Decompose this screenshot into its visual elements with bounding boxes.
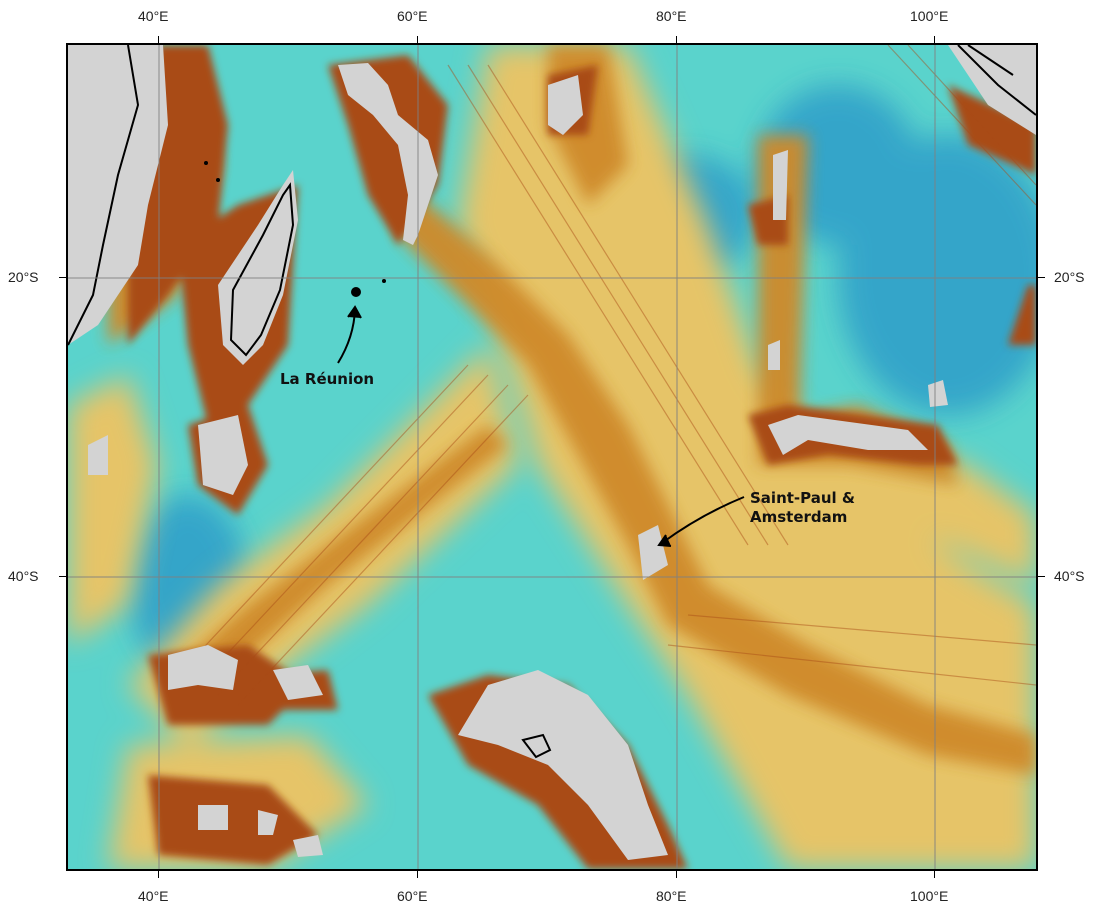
tick-bottom-60e <box>417 870 418 878</box>
reunion-arrowhead <box>347 305 362 319</box>
small-islands <box>204 161 386 297</box>
graticule <box>68 45 1036 869</box>
coastlines <box>68 45 1036 759</box>
tick-bottom-80e <box>676 870 677 878</box>
bathymetry-map: La Réunion Saint-Paul & Amsterdam <box>66 43 1038 871</box>
lat-label-right-40s: 40°S <box>1054 568 1085 584</box>
lat-label-left-20s: 20°S <box>8 269 39 285</box>
lon-label-bottom-80e: 80°E <box>656 888 687 904</box>
tick-right-40s <box>1037 576 1045 577</box>
tick-bottom-100e <box>934 870 935 878</box>
label-saint-paul-line1: Saint-Paul & <box>750 489 855 507</box>
lon-label-top-100e: 100°E <box>910 8 949 24</box>
saint-paul-arrow <box>661 496 745 544</box>
tick-top-60e <box>417 36 418 44</box>
fracture-lines <box>177 45 1036 706</box>
tick-right-20s <box>1037 277 1045 278</box>
lon-label-bottom-40e: 40°E <box>138 888 169 904</box>
deep-basins <box>128 85 1036 675</box>
saint-paul-arrowhead <box>657 534 672 547</box>
tick-bottom-40e <box>158 870 159 878</box>
lon-label-top-60e: 60°E <box>397 8 428 24</box>
lon-label-bottom-60e: 60°E <box>397 888 428 904</box>
land-relief <box>68 45 1036 860</box>
label-saint-paul-amsterdam: Saint-Paul & Amsterdam <box>750 489 855 527</box>
tick-top-80e <box>676 36 677 44</box>
tick-left-20s <box>59 277 67 278</box>
lat-label-left-40s: 40°S <box>8 568 39 584</box>
label-la-reunion: La Réunion <box>280 370 374 389</box>
lon-label-top-80e: 80°E <box>656 8 687 24</box>
label-saint-paul-line2: Amsterdam <box>750 508 848 526</box>
map-canvas <box>68 45 1036 869</box>
annotation-arrows <box>337 305 745 547</box>
lon-label-bottom-100e: 100°E <box>910 888 949 904</box>
tick-top-40e <box>158 36 159 44</box>
tick-left-40s <box>59 576 67 577</box>
tick-top-100e <box>934 36 935 44</box>
lat-label-right-20s: 20°S <box>1054 269 1085 285</box>
label-la-reunion-text: La Réunion <box>280 370 375 388</box>
lon-label-top-40e: 40°E <box>138 8 169 24</box>
